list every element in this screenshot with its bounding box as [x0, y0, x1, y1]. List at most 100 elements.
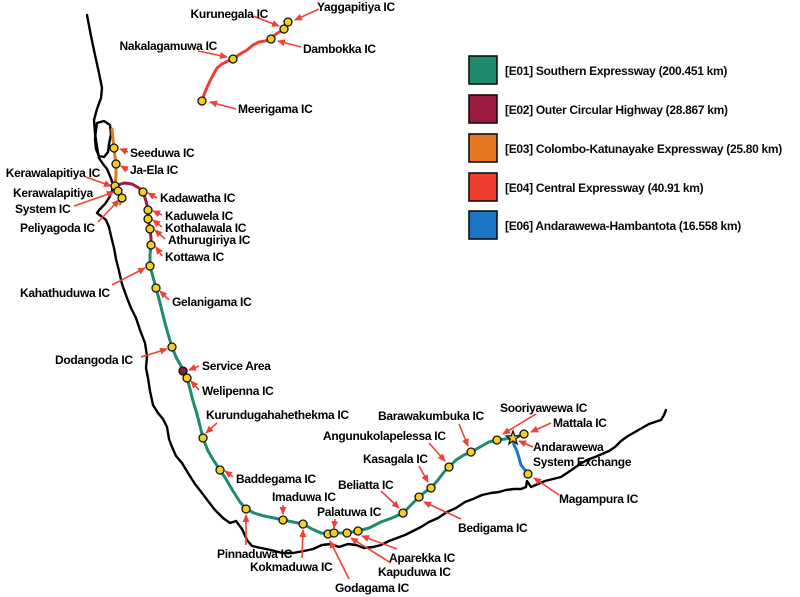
peliyagoda-dot	[117, 193, 127, 203]
barawakumbuka-dot	[466, 447, 476, 457]
magampura-arrow	[533, 477, 560, 496]
seeduwa-arrow	[119, 148, 129, 155]
kothalawala-dot	[143, 214, 153, 224]
kottawa-dot	[146, 240, 156, 250]
godagama-arrow	[329, 540, 350, 580]
gelanigama-label: Gelanigama IC	[172, 295, 252, 309]
yaggapitiya-dot	[283, 17, 293, 27]
kadawatha-dot	[138, 187, 148, 197]
mattala-dot	[519, 429, 529, 439]
kerawalapitiya-system-dot	[113, 186, 123, 196]
imaduwa-dot	[278, 515, 288, 525]
kottawa-label: Kottawa IC	[165, 250, 225, 264]
yaggapitiya-label: Yaggapitiya IC	[317, 0, 395, 14]
legend-swatch-e03	[468, 133, 498, 163]
route-e03-colombo-katunayake	[110, 127, 118, 188]
angunukolapelessa-arrow	[428, 442, 446, 462]
route-e04-central	[200, 20, 290, 103]
welipenna-label: Welipenna IC	[202, 384, 274, 398]
baddegama-dot	[215, 465, 225, 475]
dambokka-arrow	[277, 39, 302, 48]
meerigama-label: Meerigama IC	[238, 102, 313, 116]
service-area-arrow	[188, 364, 200, 371]
ja-ela-label: Ja-Ela IC	[130, 163, 179, 177]
barawakumbuka-label: Barawakumbuka IC	[378, 409, 485, 423]
athurugiriya-arrow	[154, 229, 166, 240]
kapuduwa-dot	[342, 528, 352, 538]
service-area-label: Service Area	[202, 359, 271, 373]
kasagala-arrow	[418, 465, 429, 483]
kaduwela-arrow	[152, 210, 163, 218]
aparekka-dot	[353, 526, 363, 536]
kurundugahahethekma-label: Kurundugahahethekma IC	[206, 408, 349, 422]
andarawewa-exchange-label-line1: Andarawewa	[533, 440, 604, 454]
coastline-group	[85, 13, 668, 555]
kurundugahahethekma-dot	[198, 433, 208, 443]
kerawalapitiya-label: Kerawalapitiya IC	[6, 166, 101, 180]
kokmaduwa-arrow	[299, 529, 307, 559]
peliyagoda-arrow	[97, 199, 120, 223]
routes	[110, 20, 530, 536]
legend-swatch-e04	[468, 172, 498, 202]
kahathuduwa-dot	[145, 261, 155, 271]
kahathuduwa-arrow	[111, 267, 146, 286]
beliatta-label: Beliatta IC	[338, 478, 394, 492]
legend-swatch-e02	[468, 94, 498, 124]
angunukolapelessa-dot	[444, 462, 454, 472]
ja-ela-arrow	[120, 165, 129, 173]
gelanigama-dot	[151, 283, 161, 293]
meerigama-dot	[197, 96, 207, 106]
kurunegala-arrow	[252, 15, 280, 27]
angunukolapelessa-label: Angunukolapelessa IC	[323, 429, 446, 443]
legend-label-e01: [E01] Southern Expressway (200.451 km)	[505, 64, 727, 78]
athurugiriya-label: Athurugiriya IC	[168, 233, 251, 247]
nakalagamuwa-arrow	[197, 50, 228, 60]
baddegama-arrow	[224, 470, 234, 478]
ja-ela-dot	[111, 159, 121, 169]
magampura-label: Magampura IC	[559, 492, 639, 506]
legend: [E01] Southern Expressway (200.451 km) […	[468, 55, 783, 240]
andarawewa-exchange-arrow	[518, 440, 534, 448]
kerawalapitiya-arrow	[85, 176, 112, 187]
service-area-dot	[178, 366, 188, 376]
kurundugahahethekma-arrow	[205, 422, 218, 434]
coastline	[85, 13, 668, 555]
mattala-arrow	[530, 422, 552, 433]
magampura-dot	[523, 469, 533, 479]
dambokka-dot	[266, 34, 276, 44]
aparekka-arrow	[361, 535, 398, 550]
ic-dots	[109, 17, 533, 539]
legend-label-e03: [E03] Colombo-Katunayake Expressway (25.…	[505, 142, 782, 156]
imaduwa-label: Imaduwa IC	[272, 490, 336, 504]
beliatta-arrow	[380, 490, 400, 509]
kurunegala-label: Kurunegala IC	[191, 7, 269, 21]
nakalagamuwa-label: Nakalagamuwa IC	[119, 39, 217, 53]
mattala-label: Mattala IC	[553, 416, 607, 430]
welipenna-arrow	[190, 380, 200, 391]
callout-arrows	[73, 8, 560, 580]
kothalawala-label: Kothalawala IC	[165, 221, 247, 235]
legend-label-e02: [E02] Outer Circular Highway (28.867 km)	[505, 103, 728, 117]
kothalawala-arrow	[152, 219, 163, 228]
pinnaduwa-dot	[241, 504, 251, 514]
kasagala-label: Kasagala IC	[363, 452, 428, 466]
route-e06-andarawewa-hambantota	[511, 436, 530, 476]
athurugiriya-dot	[145, 224, 155, 234]
nakalagamuwa-dot	[228, 54, 238, 64]
negombo-lagoon	[93, 119, 113, 159]
baddegama-label: Baddegama IC	[236, 472, 316, 486]
kerawalapitiya-system-label-line1: Kerawalapitiya	[13, 186, 93, 200]
andarawewa-exchange-star	[504, 429, 522, 446]
meerigama-arrow	[209, 100, 237, 110]
legend-swatch-e01	[468, 55, 498, 85]
kerawalapitiya-system-label-line2: System IC	[15, 202, 71, 216]
dodangoda-arrow	[140, 347, 168, 358]
sooriyawewa-arrow	[502, 413, 537, 435]
kapuduwa-arrow	[350, 537, 392, 564]
kokmaduwa-label: Kokmaduwa IC	[250, 560, 333, 574]
dodangoda-dot	[167, 342, 177, 352]
legend-swatch-e06	[468, 210, 498, 240]
kokmaduwa-dot	[298, 519, 308, 529]
dodangoda-label: Dodangoda IC	[55, 353, 133, 367]
